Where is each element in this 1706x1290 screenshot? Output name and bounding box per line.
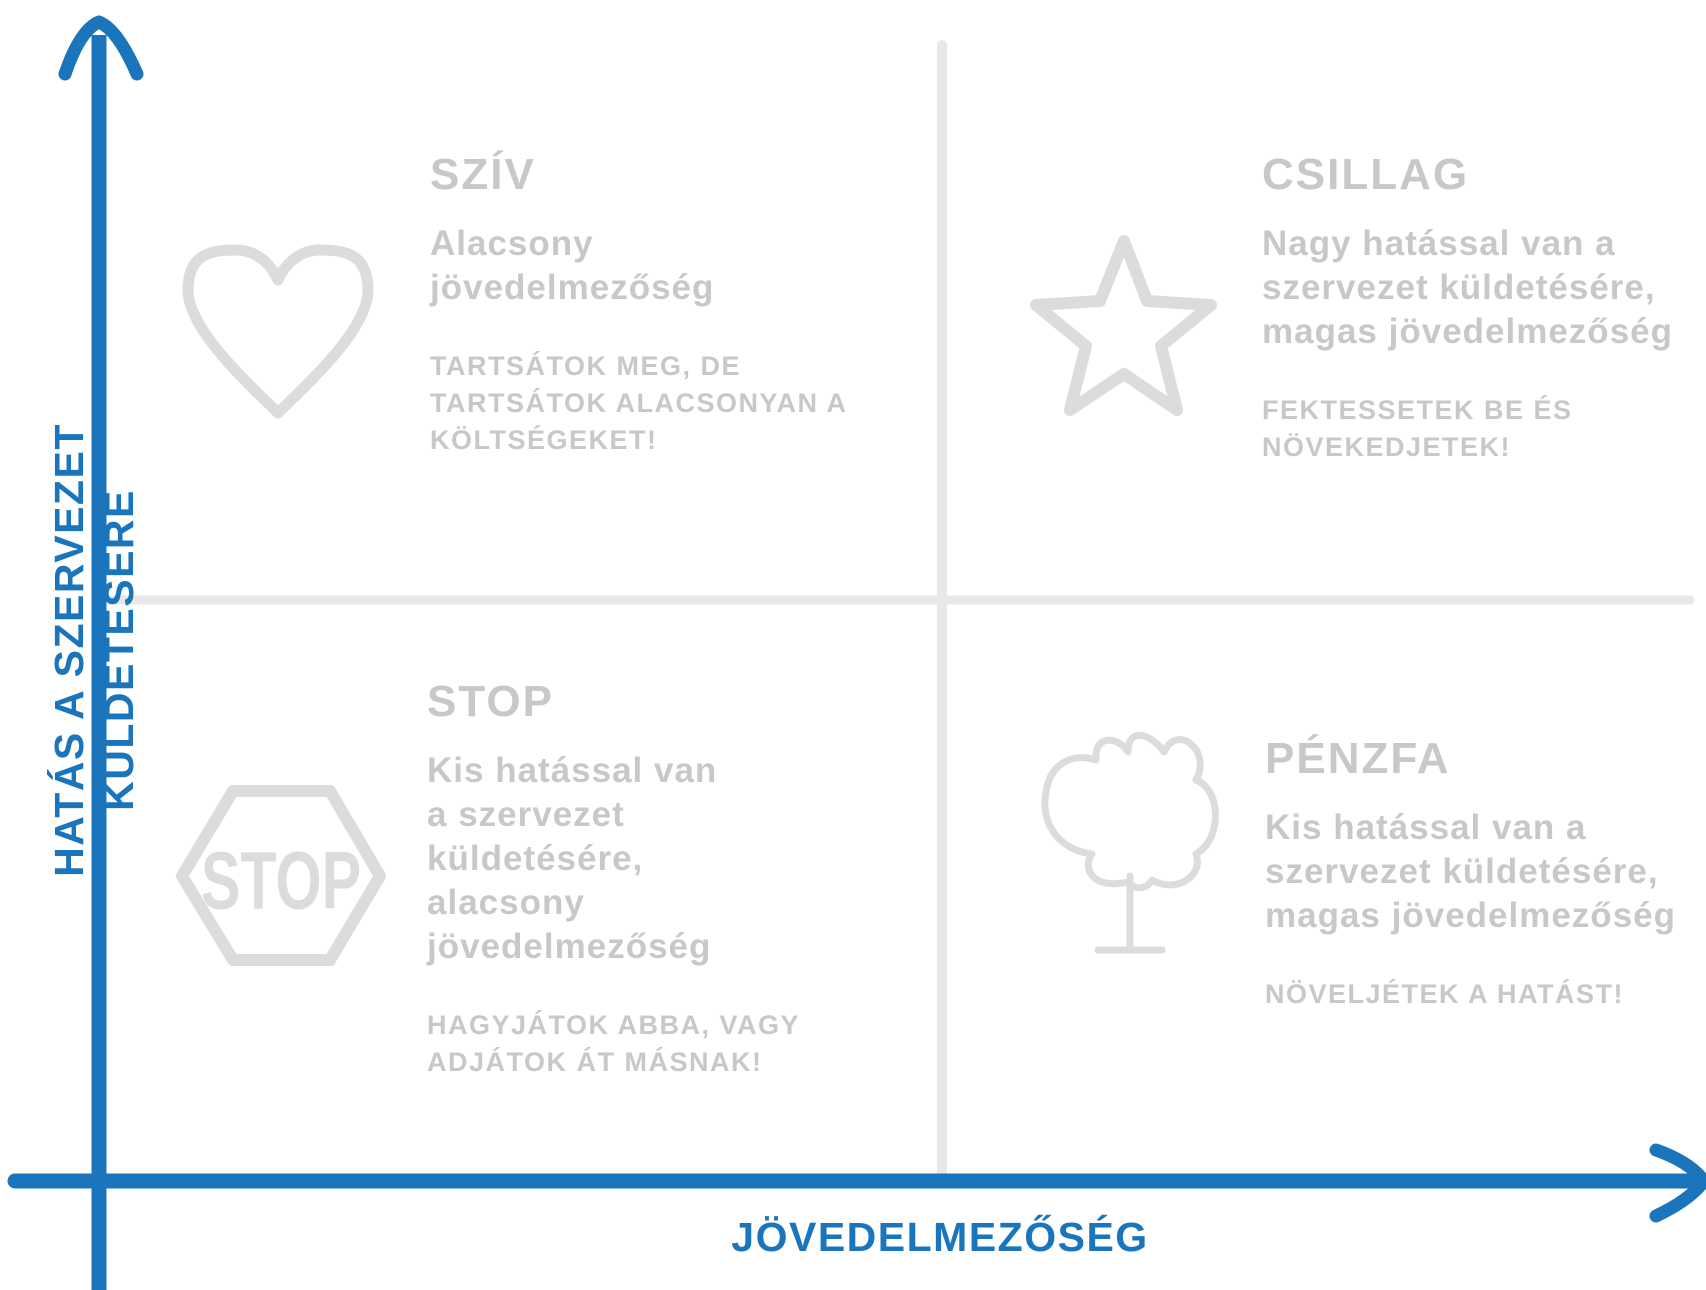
x-axis-arrowhead [1649,1143,1706,1223]
star-icon [1030,235,1217,416]
x-axis [7,1143,1706,1223]
tree-icon [1041,731,1219,954]
quadrant-description: Kis hatással van a szervezet küldetésére… [1265,808,1676,935]
quadrant-heart: SZÍV Alacsony jövedelmezőség TARTSÁTOK M… [430,150,870,459]
quadrant-description: Kis hatással van a szervezet küldetésére… [427,751,718,966]
quadrant-action: NÖVELJÉTEK A HATÁST! [1265,979,1625,1009]
y-axis [58,15,144,1290]
quadrant-title: PÉNZFA [1265,734,1451,783]
y-axis-arrowhead [58,15,144,81]
quadrant-title: SZÍV [430,150,536,199]
quadrant-title: STOP [427,677,555,726]
stop-sign-icon: STOP [176,785,386,966]
quadrant-action: HAGYJÁTOK ABBA, VAGY ADJÁTOK ÁT MÁSNAK! [427,1010,800,1077]
quadrant-description: Nagy hatással van a szervezet küldetésér… [1262,224,1673,351]
quadrant-description: Alacsony jövedelmezőség [430,224,715,307]
quadrant-title: CSILLAG [1262,150,1470,199]
quadrant-star: CSILLAG Nagy hatással van a szervezet kü… [1262,150,1702,466]
quadrant-action: TARTSÁTOK MEG, DE TARTSÁTOK ALACSONYAN A… [430,351,847,455]
quadrant-action: FEKTESSETEK BE ÉS NÖVEKEDJETEK! [1262,395,1573,462]
x-axis-label: JÖVEDELMEZŐSÉG [731,1214,1149,1260]
quadrant-stop: STOP Kis hatással van a szervezet küldet… [427,677,847,1081]
heart-icon [182,244,374,419]
stop-sign-text: STOP [201,835,361,927]
quadrant-money-tree: PÉNZFA Kis hatással van a szervezet küld… [1265,734,1705,1013]
y-axis-label: HATÁS A SZERVEZET KÜLDETÉSÉRE [46,423,142,877]
